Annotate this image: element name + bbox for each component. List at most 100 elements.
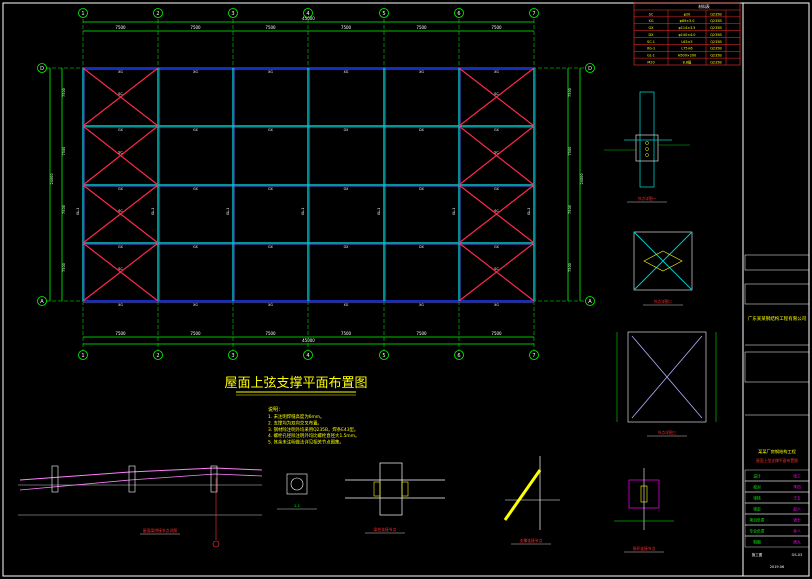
table-cell: φ114×3.5 — [679, 26, 696, 30]
table-cell: SC-1 — [647, 40, 655, 44]
member-label: GX — [344, 245, 349, 249]
member-label: XG — [268, 303, 273, 307]
grid-bubble — [303, 8, 313, 18]
bay-dimension-label: 7500 — [416, 331, 427, 336]
table-cell: XG-1 — [647, 47, 655, 51]
bay-dimension-label: 7500 — [491, 25, 502, 30]
bracing-label: SC — [118, 267, 123, 271]
member-label: GX — [268, 245, 273, 249]
plan-title-group: 屋面上弦支撑平面布置图 说明： 1. 未注明焊缝高度为6mm。2. 支撑均为双向… — [224, 375, 367, 446]
bracing-label: SC — [494, 92, 499, 96]
tb-sign-role: 项目负责 — [749, 518, 764, 523]
grid-bubble — [78, 8, 88, 18]
member-label: GX — [268, 187, 273, 191]
side-dimension-label: 7500 — [62, 147, 66, 156]
tb-sign-role: 专业负责 — [749, 529, 764, 534]
tb-sign-name: 赵六 — [793, 507, 801, 512]
detail-diagonal — [633, 231, 693, 291]
rafter-label: GL-1 — [301, 208, 305, 215]
grid-bubble-label: 3 — [231, 353, 234, 359]
bay-dimension-label: 7500 — [341, 331, 352, 336]
grid-bubble — [228, 350, 238, 360]
detail-drawings: 节点详图一节点详图二节点详图三屋面梁拼接节点详图1-1梁柱连接节点支撑连接节点系… — [18, 91, 717, 553]
grid-bubble — [153, 8, 163, 18]
member-label: GX — [118, 245, 123, 249]
detail-title: 梁柱连接节点 — [374, 527, 397, 532]
detail-title: 节点详图二 — [654, 299, 673, 304]
title-block: 广东某某钢结构工程有限公司某某厂房钢结构工程屋面上弦支撑平面布置图设计张三校对李… — [744, 254, 810, 569]
table-cell: SC — [649, 12, 654, 16]
bracing-label: SC — [494, 267, 499, 271]
grid-bubble — [379, 350, 389, 360]
grid-bubble — [153, 350, 163, 360]
tb-cell — [744, 351, 810, 383]
table-cell: 8.8级 — [683, 59, 692, 64]
grid-bubble-label: 2 — [156, 11, 159, 17]
member-label: XG — [193, 303, 198, 307]
bracing-plan: 7500 7500 7500 7500 7500 7500 45000 7500 7500 750… — [37, 8, 595, 360]
tb-drawing-name: 屋面上弦支撑平面布置图 — [756, 458, 798, 463]
grid-bubble — [454, 8, 464, 18]
grid-bubble — [529, 8, 539, 18]
member-label: XG — [193, 70, 198, 74]
detail-title: 系杆连接节点 — [633, 546, 656, 551]
detail-title: 支撑连接节点 — [520, 538, 543, 543]
bracing-label: SC — [118, 92, 123, 96]
table-cell: Q235B — [710, 12, 722, 16]
leader-bubble — [212, 540, 220, 548]
rafter-label: GL-1 — [452, 208, 456, 215]
grid-bubble — [228, 8, 238, 18]
grid-bubble-label: 4 — [306, 11, 309, 17]
member-label: GX — [118, 128, 123, 132]
row-bubble — [585, 63, 595, 73]
notes-heading: 说明： — [268, 406, 283, 413]
member-label: GX — [344, 128, 349, 132]
member-label: GX — [344, 187, 349, 191]
table-cell: Q235B — [710, 47, 722, 51]
section-pipe — [290, 477, 304, 491]
side-dimension-label: 7500 — [568, 147, 572, 156]
member-label: XG — [419, 70, 424, 74]
member-label: XG — [118, 303, 123, 307]
note-line: 1. 未注明焊缝高度为6mm。 — [268, 413, 324, 420]
note-line: 2. 支撑均为双向交叉布置。 — [268, 419, 322, 426]
table-cell: Q235B — [710, 60, 722, 64]
row-bubble-label: D — [588, 66, 592, 72]
total-length-label: 45000 — [302, 338, 315, 343]
side-dimension-label: 7500 — [62, 263, 66, 272]
cross-bracing — [82, 242, 159, 302]
side-dimension-label: 7500 — [568, 205, 572, 214]
grid-bubble-label: 6 — [457, 353, 460, 359]
bay-dimension-label: 7500 — [190, 331, 201, 336]
note-line: 3. 钢材除注明外均采用Q235B，焊条E43型。 — [268, 426, 358, 433]
member-label: XG — [118, 70, 123, 74]
grid-bubble-label: 1 — [81, 11, 84, 17]
detail-frame — [633, 231, 693, 291]
grid-bubble-label: 7 — [532, 11, 535, 17]
roof-beam-top — [19, 467, 263, 481]
tb-sign-role: 审核 — [753, 496, 761, 501]
grid-bubble-label: 4 — [306, 353, 309, 359]
grid-bubble — [379, 8, 389, 18]
notes-block: 1. 未注明焊缝高度为6mm。2. 支撑均为双向交叉布置。3. 钢材除注明外均采… — [268, 413, 359, 446]
total-length-label: 45000 — [302, 16, 315, 21]
detail-bolt — [645, 147, 649, 151]
total-width-label: 24000 — [50, 173, 54, 184]
detail-column-section — [379, 462, 403, 516]
rafter-label: GL-1 — [76, 208, 80, 215]
table-cell: Q235B — [710, 54, 722, 58]
table-cell: H500×200 — [678, 54, 696, 58]
tb-sign-name: 钱七 — [793, 518, 801, 523]
detail-frame — [627, 331, 707, 423]
tb-date: 2019.06 — [770, 565, 784, 569]
end-plate — [401, 481, 409, 497]
bay-dimension-label: 7500 — [491, 331, 502, 336]
row-bubble — [37, 63, 47, 73]
member-label: GX — [193, 187, 198, 191]
side-dimension-label: 7500 — [568, 88, 572, 97]
cross-bracing — [82, 67, 159, 127]
member-label: GX — [193, 128, 198, 132]
